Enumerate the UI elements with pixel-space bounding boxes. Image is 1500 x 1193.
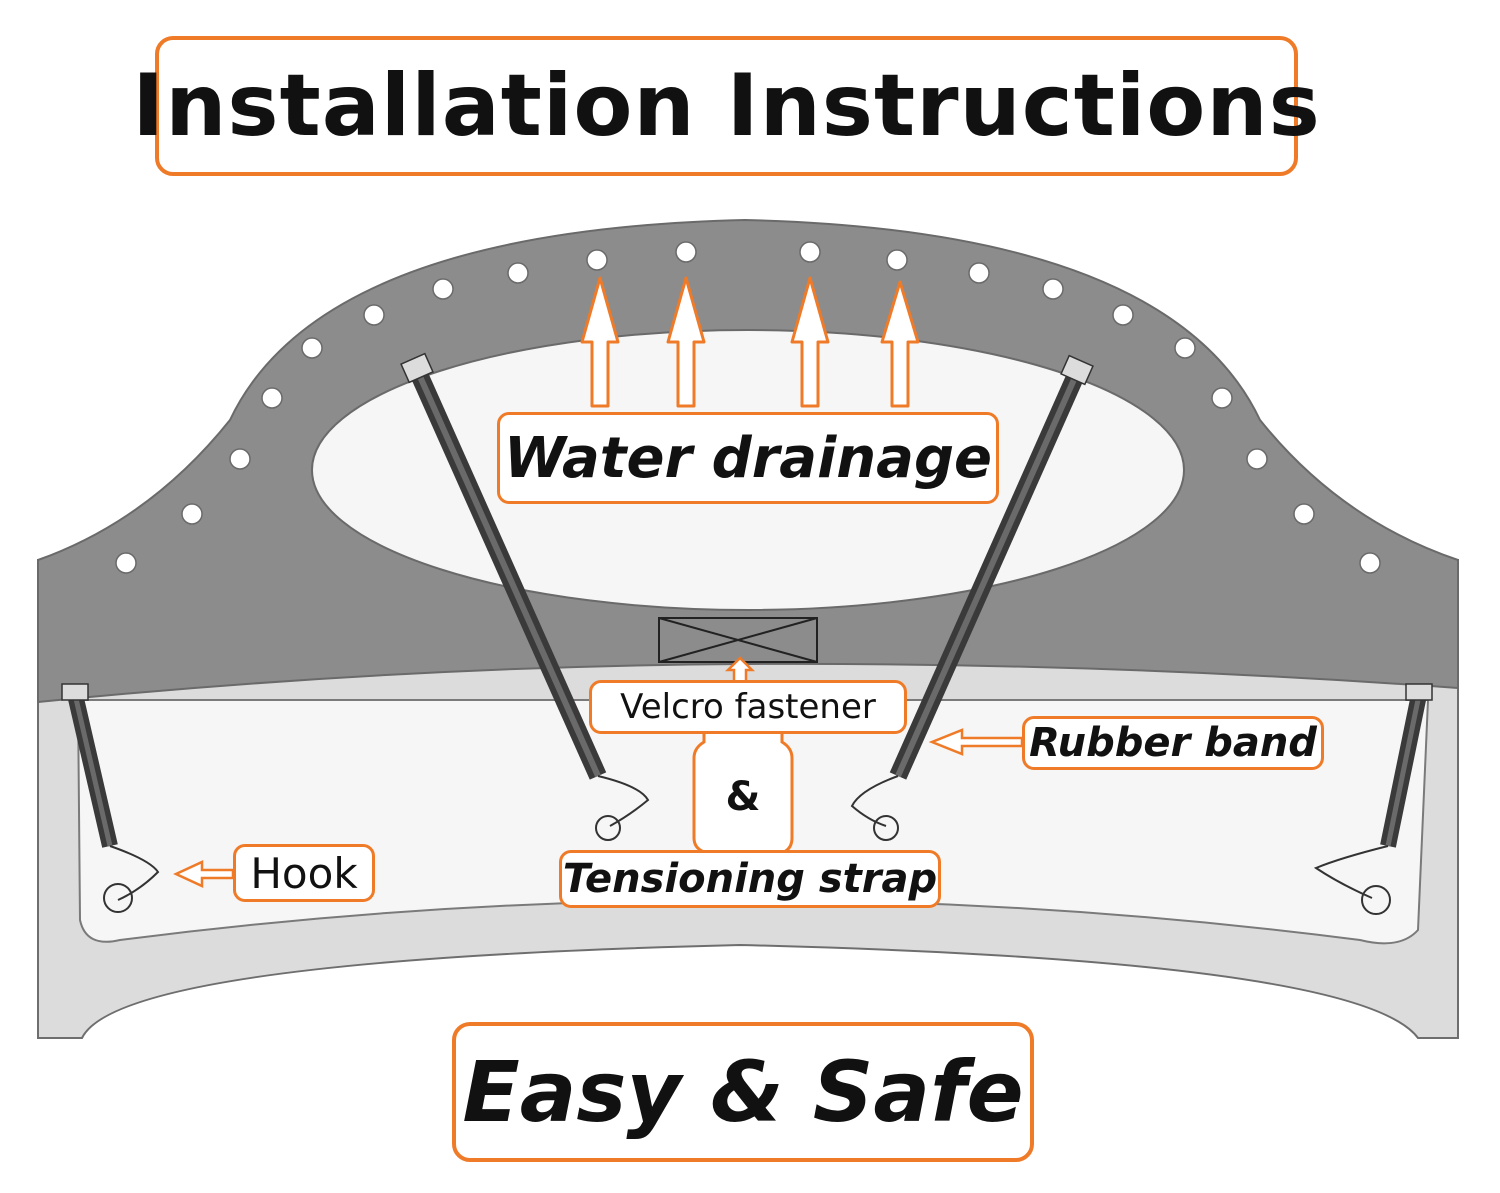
drainage-hole [229,448,251,470]
arrow-up [580,276,620,408]
arrow-up [666,276,706,408]
footer-banner: Easy & Safe [452,1022,1034,1162]
arrow-up [880,280,920,408]
rubber-band-arrow [928,728,1024,756]
rubber-band-right [889,354,1094,780]
drainage-hole [181,503,203,525]
drainage-hole [432,278,454,300]
drainage-hole [1174,337,1196,359]
rubber-band-far-left [61,683,118,848]
ampersand-label: & [725,774,761,820]
drainage-hole [968,262,990,284]
hook-left [103,845,160,913]
drainage-hole [586,249,608,271]
velcro-fastener-label: Velcro fastener [589,680,907,734]
hook-right [1313,845,1391,915]
hook-arrow [173,860,235,888]
drainage-hole [799,241,821,263]
rubber-band-label: Rubber band [1022,716,1324,770]
drainage-hole [1042,278,1064,300]
drainage-hole [115,552,137,574]
page-title: Installation Instructions [132,56,1321,156]
drainage-hole [301,337,323,359]
drainage-hole [1211,387,1233,409]
tensioning-strap-label: Tensioning strap [559,850,941,908]
drainage-hole [1359,552,1381,574]
drainage-hole [1246,448,1268,470]
drainage-hole [675,241,697,263]
velcro-patch [658,617,818,663]
water-drainage-label: Water drainage [497,412,999,504]
drainage-hole [886,249,908,271]
drainage-hole [1112,304,1134,326]
rubber-band-far-right [1380,683,1433,848]
drainage-holes [115,241,1381,574]
arrow-up [790,276,830,408]
drainage-hole [363,304,385,326]
drainage-hole [507,262,529,284]
hook-center-right [850,775,899,841]
drainage-hole [261,387,283,409]
title-banner: Installation Instructions [132,36,1320,176]
drainage-arrows [580,276,920,408]
hook-center-left [595,775,650,841]
hook-label: Hook [233,844,375,902]
rubber-band-left [400,352,607,780]
footer-tagline: Easy & Safe [462,1043,1024,1141]
drainage-hole [1293,503,1315,525]
